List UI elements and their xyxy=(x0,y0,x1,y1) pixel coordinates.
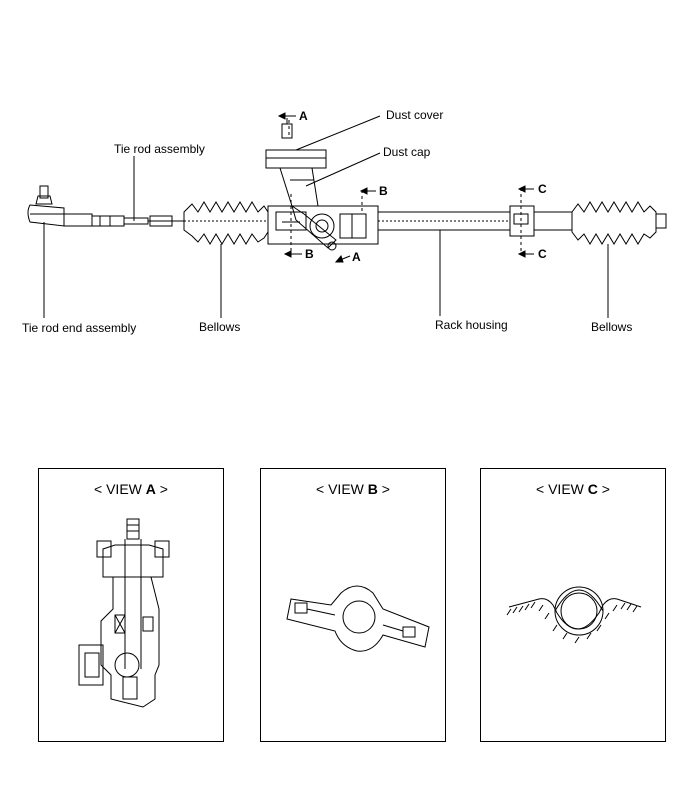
section-marker-c-bottom: C xyxy=(538,247,547,261)
view-a-drawing xyxy=(78,518,170,708)
tie-rod-end xyxy=(27,185,93,236)
label-tie-rod-end-assembly: Tie rod end assembly xyxy=(22,321,137,335)
label-dust-cap: Dust cap xyxy=(383,145,431,159)
section-marker-b-bottom: B xyxy=(305,247,314,261)
view-c-panel: < VIEW C > xyxy=(480,468,666,742)
label-bellows-left: Bellows xyxy=(199,320,241,334)
label-tie-rod-assembly: Tie rod assembly xyxy=(114,142,205,156)
view-b-title: < VIEW B > xyxy=(316,481,390,497)
valve-housing xyxy=(267,205,379,245)
pinion-input-shaft xyxy=(265,118,337,251)
left-bellows xyxy=(183,201,269,245)
tie-rod xyxy=(91,215,184,227)
view-b-drawing xyxy=(286,585,430,652)
section-marker-a-top: A xyxy=(299,109,308,123)
view-c-drawing xyxy=(506,586,642,644)
view-a-title: < VIEW A > xyxy=(94,481,168,497)
view-a-panel: < VIEW A > xyxy=(38,468,224,742)
label-bellows-right: Bellows xyxy=(591,320,633,334)
section-marker-c-top: C xyxy=(538,182,547,196)
section-marker-b-top: B xyxy=(379,184,388,198)
view-c-title: < VIEW C > xyxy=(536,481,610,497)
label-dust-cover: Dust cover xyxy=(386,108,444,122)
right-bellows xyxy=(571,201,667,245)
label-rack-housing: Rack housing xyxy=(435,318,508,332)
section-marker-a-bottom: A xyxy=(352,250,361,264)
view-b-panel: < VIEW B > xyxy=(260,468,446,742)
leader-lines xyxy=(43,115,609,318)
rack-housing-tube xyxy=(378,205,572,237)
section-lines xyxy=(288,120,522,252)
section-arrows xyxy=(277,112,534,263)
